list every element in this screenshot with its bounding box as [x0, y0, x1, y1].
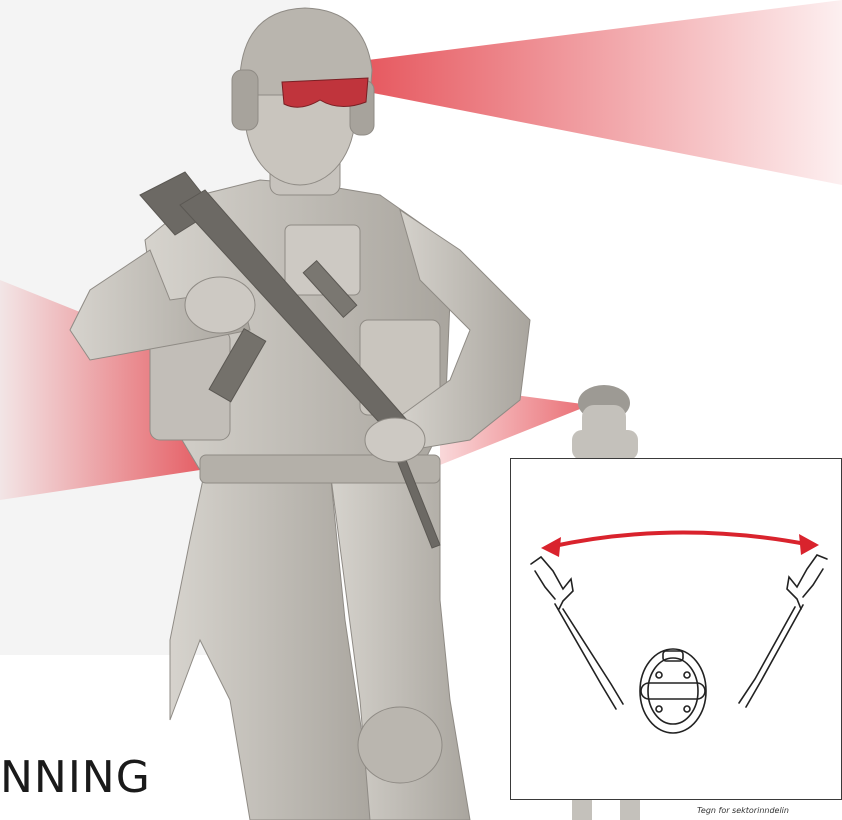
left-arm-icon: [531, 557, 623, 709]
view-cone-forward: [368, 0, 842, 185]
right-arm-icon: [739, 555, 827, 707]
helmet-topview-icon: [640, 649, 706, 733]
goggles: [282, 78, 368, 107]
double-headed-arrow-icon: [541, 532, 819, 557]
sector-signal-inset: [510, 458, 842, 800]
sector-signal-drawing: [511, 459, 842, 800]
page-heading: NNING: [0, 756, 151, 800]
inset-caption: Tegn for sektorinndelin: [697, 806, 789, 815]
